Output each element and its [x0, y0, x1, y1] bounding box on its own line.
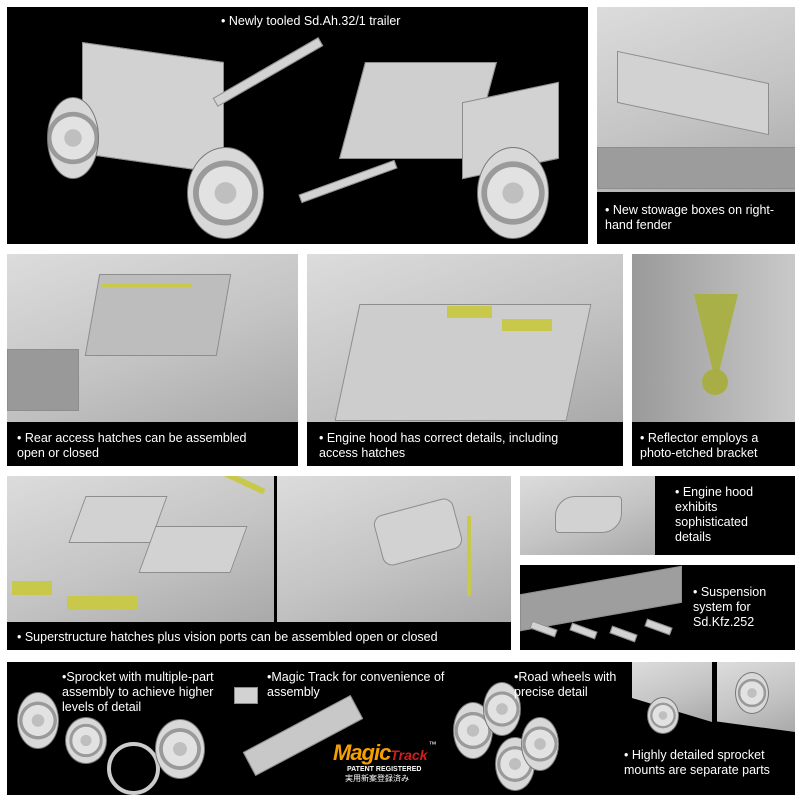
suspension-arm: [609, 625, 638, 643]
trailer-drawbar: [212, 37, 324, 107]
track-link: [234, 687, 258, 704]
trailer-drawbar: [298, 159, 398, 204]
engine-hood-panel: • Engine hood has correct details, inclu…: [307, 254, 623, 466]
mesh-part: [502, 319, 552, 331]
yellow-part: [102, 284, 192, 287]
open-hatch: [371, 496, 465, 568]
superstructure-render-left: [7, 476, 274, 622]
sprocket-mount: [647, 697, 679, 734]
trailer-wheel: [47, 97, 99, 179]
hull-side: [520, 565, 682, 632]
track: [597, 147, 795, 189]
suspension-arm: [569, 622, 598, 640]
reflector: [702, 369, 728, 395]
magic-track-caption: •Magic Track for convenience of assembly: [267, 670, 445, 699]
mesh-part: [67, 596, 137, 610]
hood: [334, 304, 592, 421]
stowage-render: [597, 7, 795, 192]
road-wheel: [483, 682, 521, 736]
rear-hatches-render: [7, 254, 298, 422]
stowage-caption: • New stowage boxes on right-hand fender: [605, 203, 775, 232]
stowage-box: [617, 50, 769, 136]
superstructure-panel: • Superstructure hatches plus vision por…: [7, 476, 511, 650]
superstructure-render-right: [277, 476, 511, 622]
reflector-caption: • Reflector employs a photo-etched brack…: [640, 431, 759, 460]
yellow-part: [467, 516, 471, 596]
sprocket-part: [155, 719, 205, 779]
engine-hood-render: [307, 254, 623, 422]
suspension-arm: [644, 618, 673, 636]
sprocket-part: [17, 692, 59, 749]
logo-tm: ™: [428, 740, 437, 749]
logo-track: Track: [390, 747, 428, 763]
sprocket-caption: •Sprocket with multiple-part assembly to…: [62, 670, 214, 714]
sprocket-ring: [107, 742, 160, 795]
rear-hatches-panel: • Rear access hatches can be assembled o…: [7, 254, 298, 466]
stowage-panel: • New stowage boxes on right-hand fender: [597, 7, 795, 244]
magic-track-logo: MagicTrack™ PATENT REGISTERED 実用新案登録済み: [333, 740, 436, 784]
reflector-render: [632, 254, 795, 422]
trailer-wheel: [187, 147, 264, 239]
logo-magic: Magic: [333, 740, 391, 765]
sprocket-part: [65, 717, 107, 764]
trailer-wheel: [477, 147, 549, 239]
suspension-panel: • Suspension system for Sd.Kfz.252: [520, 565, 795, 650]
trailer-panel: • Newly tooled Sd.Ah.32/1 trailer: [7, 7, 588, 244]
suspension-caption: • Suspension system for Sd.Kfz.252: [693, 585, 767, 629]
yellow-part: [208, 476, 266, 495]
rear-hatches-caption: • Rear access hatches can be assembled o…: [17, 431, 247, 460]
engine-hood-details-render: [520, 476, 655, 555]
hood-fitting: [555, 496, 622, 533]
mesh-part: [12, 581, 52, 595]
hatch: [138, 526, 248, 573]
logo-patent: PATENT REGISTERED: [347, 766, 422, 773]
track: [7, 349, 79, 411]
engine-hood-details-caption: • Engine hood exhibits sophisticated det…: [675, 485, 754, 544]
sprocket-mounts-caption: • Highly detailed sprocket mounts are se…: [624, 748, 770, 777]
parts-panel: •Sprocket with multiple-part assembly to…: [7, 662, 795, 795]
suspension-render: [520, 565, 682, 650]
engine-hood-details-panel: • Engine hood exhibits sophisticated det…: [520, 476, 795, 555]
reflector-panel: • Reflector employs a photo-etched brack…: [632, 254, 795, 466]
engine-hood-caption: • Engine hood has correct details, inclu…: [319, 431, 559, 460]
road-wheels-caption: •Road wheels with precise detail: [514, 670, 617, 699]
road-wheel: [521, 717, 559, 771]
sprocket-mount: [735, 672, 769, 714]
logo-japanese: 実用新案登録済み: [345, 774, 409, 783]
trailer-caption: • Newly tooled Sd.Ah.32/1 trailer: [221, 14, 401, 28]
superstructure-caption: • Superstructure hatches plus vision por…: [17, 630, 438, 644]
mesh-part: [447, 306, 492, 318]
